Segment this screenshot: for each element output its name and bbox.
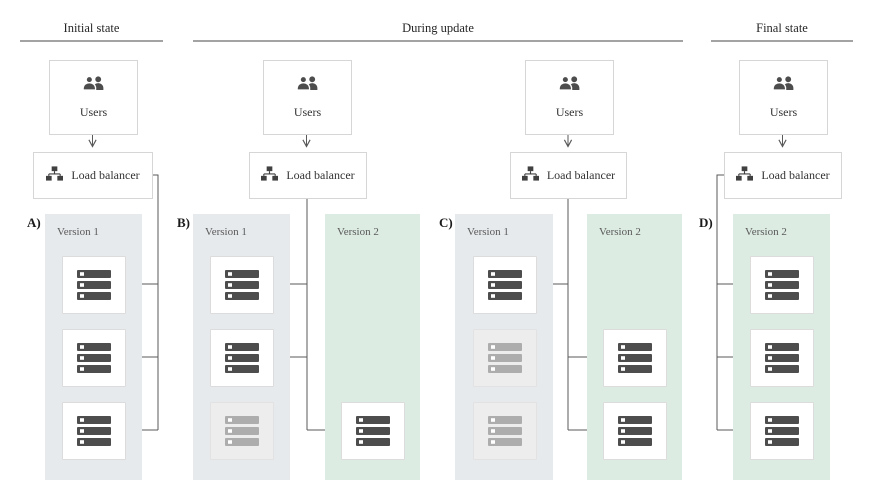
- server-stack-icon: [618, 343, 652, 373]
- server-box: [603, 402, 667, 460]
- version-label: Version 2: [745, 226, 787, 238]
- users-icon: [81, 75, 106, 96]
- users-box-b: Users: [263, 60, 352, 135]
- server-box: [603, 329, 667, 387]
- load-balancer-box-a: Load balancer: [33, 152, 153, 199]
- server-stack-icon: [488, 270, 522, 300]
- section-title-final: Final state: [756, 21, 808, 35]
- server-stack-icon: [765, 343, 799, 373]
- sitemap-icon: [521, 165, 539, 186]
- server-box: [750, 329, 814, 387]
- panel-a-version1: Version 1: [45, 214, 142, 480]
- server-box: [210, 402, 274, 460]
- sitemap-icon: [261, 165, 279, 186]
- server-box: [341, 402, 405, 460]
- server-stack-icon: [488, 343, 522, 373]
- section-title-initial: Initial state: [63, 21, 120, 35]
- users-box-a: Users: [49, 60, 138, 135]
- server-box: [750, 256, 814, 314]
- sitemap-icon: [46, 165, 64, 186]
- server-stack-icon: [77, 416, 111, 446]
- server-stack-icon: [618, 416, 652, 446]
- panel-b-version2: Version 2: [325, 214, 420, 480]
- users-box-d: Users: [739, 60, 828, 135]
- column-tag-c: C): [439, 215, 453, 230]
- section-rule-during: [193, 40, 683, 42]
- server-box: [473, 329, 537, 387]
- column-tag-b: B): [177, 215, 190, 230]
- server-box: [210, 329, 274, 387]
- version-label: Version 1: [205, 226, 247, 238]
- users-label: Users: [293, 105, 322, 119]
- panel-c-version1: Version 1: [455, 214, 553, 480]
- version-label: Version 2: [337, 226, 379, 238]
- sitemap-icon: [736, 165, 754, 186]
- load-balancer-box-b: Load balancer: [249, 152, 367, 199]
- server-stack-icon: [488, 416, 522, 446]
- version-label: Version 1: [467, 226, 509, 238]
- server-stack-icon: [225, 416, 259, 446]
- users-icon: [295, 75, 320, 96]
- server-stack-icon: [356, 416, 390, 446]
- users-icon: [557, 75, 582, 96]
- server-stack-icon: [225, 270, 259, 300]
- users-label: Users: [79, 105, 108, 119]
- users-box-c: Users: [525, 60, 614, 135]
- column-tag-a: A): [27, 215, 41, 230]
- users-label: Users: [769, 105, 798, 119]
- version-label: Version 2: [599, 226, 641, 238]
- load-balancer-label: Load balancer: [71, 168, 140, 182]
- panel-b-version1: Version 1: [193, 214, 290, 480]
- panel-c-version2: Version 2: [587, 214, 682, 480]
- server-stack-icon: [225, 343, 259, 373]
- server-stack-icon: [765, 416, 799, 446]
- section-title-during: During update: [402, 21, 474, 35]
- load-balancer-label: Load balancer: [546, 168, 616, 182]
- server-box: [62, 256, 126, 314]
- users-label: Users: [555, 105, 584, 119]
- server-box: [750, 402, 814, 460]
- server-stack-icon: [77, 270, 111, 300]
- server-box: [62, 329, 126, 387]
- users-icon: [771, 75, 796, 96]
- server-box: [473, 256, 537, 314]
- server-box: [62, 402, 126, 460]
- version-label: Version 1: [57, 226, 99, 238]
- load-balancer-label: Load balancer: [286, 168, 355, 182]
- column-tag-d: D): [699, 215, 713, 230]
- load-balancer-label: Load balancer: [761, 168, 830, 182]
- panel-d-version2: Version 2: [733, 214, 830, 480]
- section-rule-final: [711, 40, 853, 42]
- server-stack-icon: [77, 343, 111, 373]
- server-stack-icon: [765, 270, 799, 300]
- load-balancer-box-d: Load balancer: [724, 152, 842, 199]
- server-box: [473, 402, 537, 460]
- server-box: [210, 256, 274, 314]
- section-rule-initial: [20, 40, 163, 42]
- load-balancer-box-c: Load balancer: [510, 152, 627, 199]
